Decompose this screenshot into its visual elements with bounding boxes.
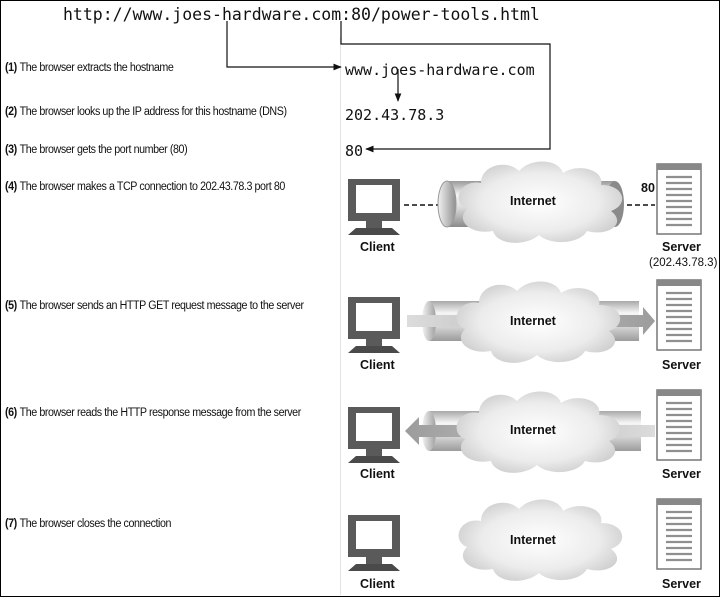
internet-label: Internet bbox=[510, 533, 556, 547]
internet-label: Internet bbox=[510, 194, 556, 208]
server-tower-icon bbox=[655, 278, 703, 352]
client-computer-icon bbox=[348, 515, 400, 571]
step-4-number: (4) bbox=[5, 181, 17, 193]
url-separator: : bbox=[341, 5, 352, 24]
step-2-text: The browser looks up the IP address for … bbox=[19, 106, 287, 118]
port-tag: 80 bbox=[641, 181, 655, 195]
step-1-text: The browser extracts the hostname bbox=[19, 62, 174, 74]
client-computer-icon bbox=[348, 179, 400, 235]
step-4-text: The browser makes a TCP connection to 20… bbox=[19, 181, 286, 193]
step-7: (7)The browser closes the connection bbox=[5, 518, 171, 530]
hostname-arrow bbox=[226, 21, 342, 71]
internet-label: Internet bbox=[510, 314, 556, 328]
result-hostname: www.joes-hardware.com bbox=[345, 61, 535, 79]
row-5-graphics bbox=[348, 278, 703, 363]
step-4: (4)The browser makes a TCP connection to… bbox=[5, 181, 285, 193]
client-label: Client bbox=[360, 467, 395, 481]
url-port: 80 bbox=[351, 5, 371, 24]
url-prefix: http://www.joes-hardware.com bbox=[63, 5, 342, 24]
step-3-number: (3) bbox=[5, 144, 17, 156]
step-6: (6)The browser reads the HTTP response m… bbox=[5, 407, 301, 419]
step-7-number: (7) bbox=[5, 518, 17, 530]
client-label: Client bbox=[360, 240, 395, 254]
step-5: (5)The browser sends an HTTP GET request… bbox=[5, 300, 304, 312]
client-computer-icon bbox=[348, 407, 400, 463]
row-6-graphics bbox=[348, 388, 703, 473]
step-3: (3)The browser gets the port number (80) bbox=[5, 144, 188, 156]
result-ip: 202.43.78.3 bbox=[345, 106, 445, 124]
client-label: Client bbox=[360, 577, 395, 591]
step-6-text: The browser reads the HTTP response mess… bbox=[19, 407, 302, 419]
step-7-text: The browser closes the connection bbox=[19, 518, 172, 530]
server-label: Server bbox=[662, 240, 701, 254]
internet-label: Internet bbox=[510, 423, 556, 437]
step-2-number: (2) bbox=[5, 106, 17, 118]
port-arrow bbox=[340, 21, 551, 153]
step-1: (1)The browser extracts the hostname bbox=[5, 62, 174, 74]
flow-arrows bbox=[226, 21, 551, 153]
client-label: Client bbox=[360, 358, 395, 372]
step-3-text: The browser gets the port number (80) bbox=[19, 144, 188, 156]
step-6-number: (6) bbox=[5, 407, 17, 419]
client-computer-icon bbox=[348, 297, 400, 353]
server-ip-label: (202.43.78.3) bbox=[649, 257, 718, 269]
url-path: /power-tools.html bbox=[370, 5, 540, 24]
server-tower-icon bbox=[655, 497, 703, 571]
server-label: Server bbox=[662, 358, 701, 372]
server-tower-icon bbox=[655, 162, 703, 236]
server-tower-icon bbox=[655, 388, 703, 462]
step-5-number: (5) bbox=[5, 300, 17, 312]
column-divider bbox=[340, 37, 341, 595]
step-2: (2)The browser looks up the IP address f… bbox=[5, 106, 287, 118]
server-label: Server bbox=[662, 467, 701, 481]
step-5-text: The browser sends an HTTP GET request me… bbox=[19, 300, 304, 312]
server-label: Server bbox=[662, 577, 701, 591]
url-text: http://www.joes-hardware.com:80/power-to… bbox=[63, 5, 540, 24]
result-port: 80 bbox=[345, 142, 364, 160]
row-4-graphics bbox=[348, 161, 703, 243]
step-1-number: (1) bbox=[5, 62, 17, 74]
